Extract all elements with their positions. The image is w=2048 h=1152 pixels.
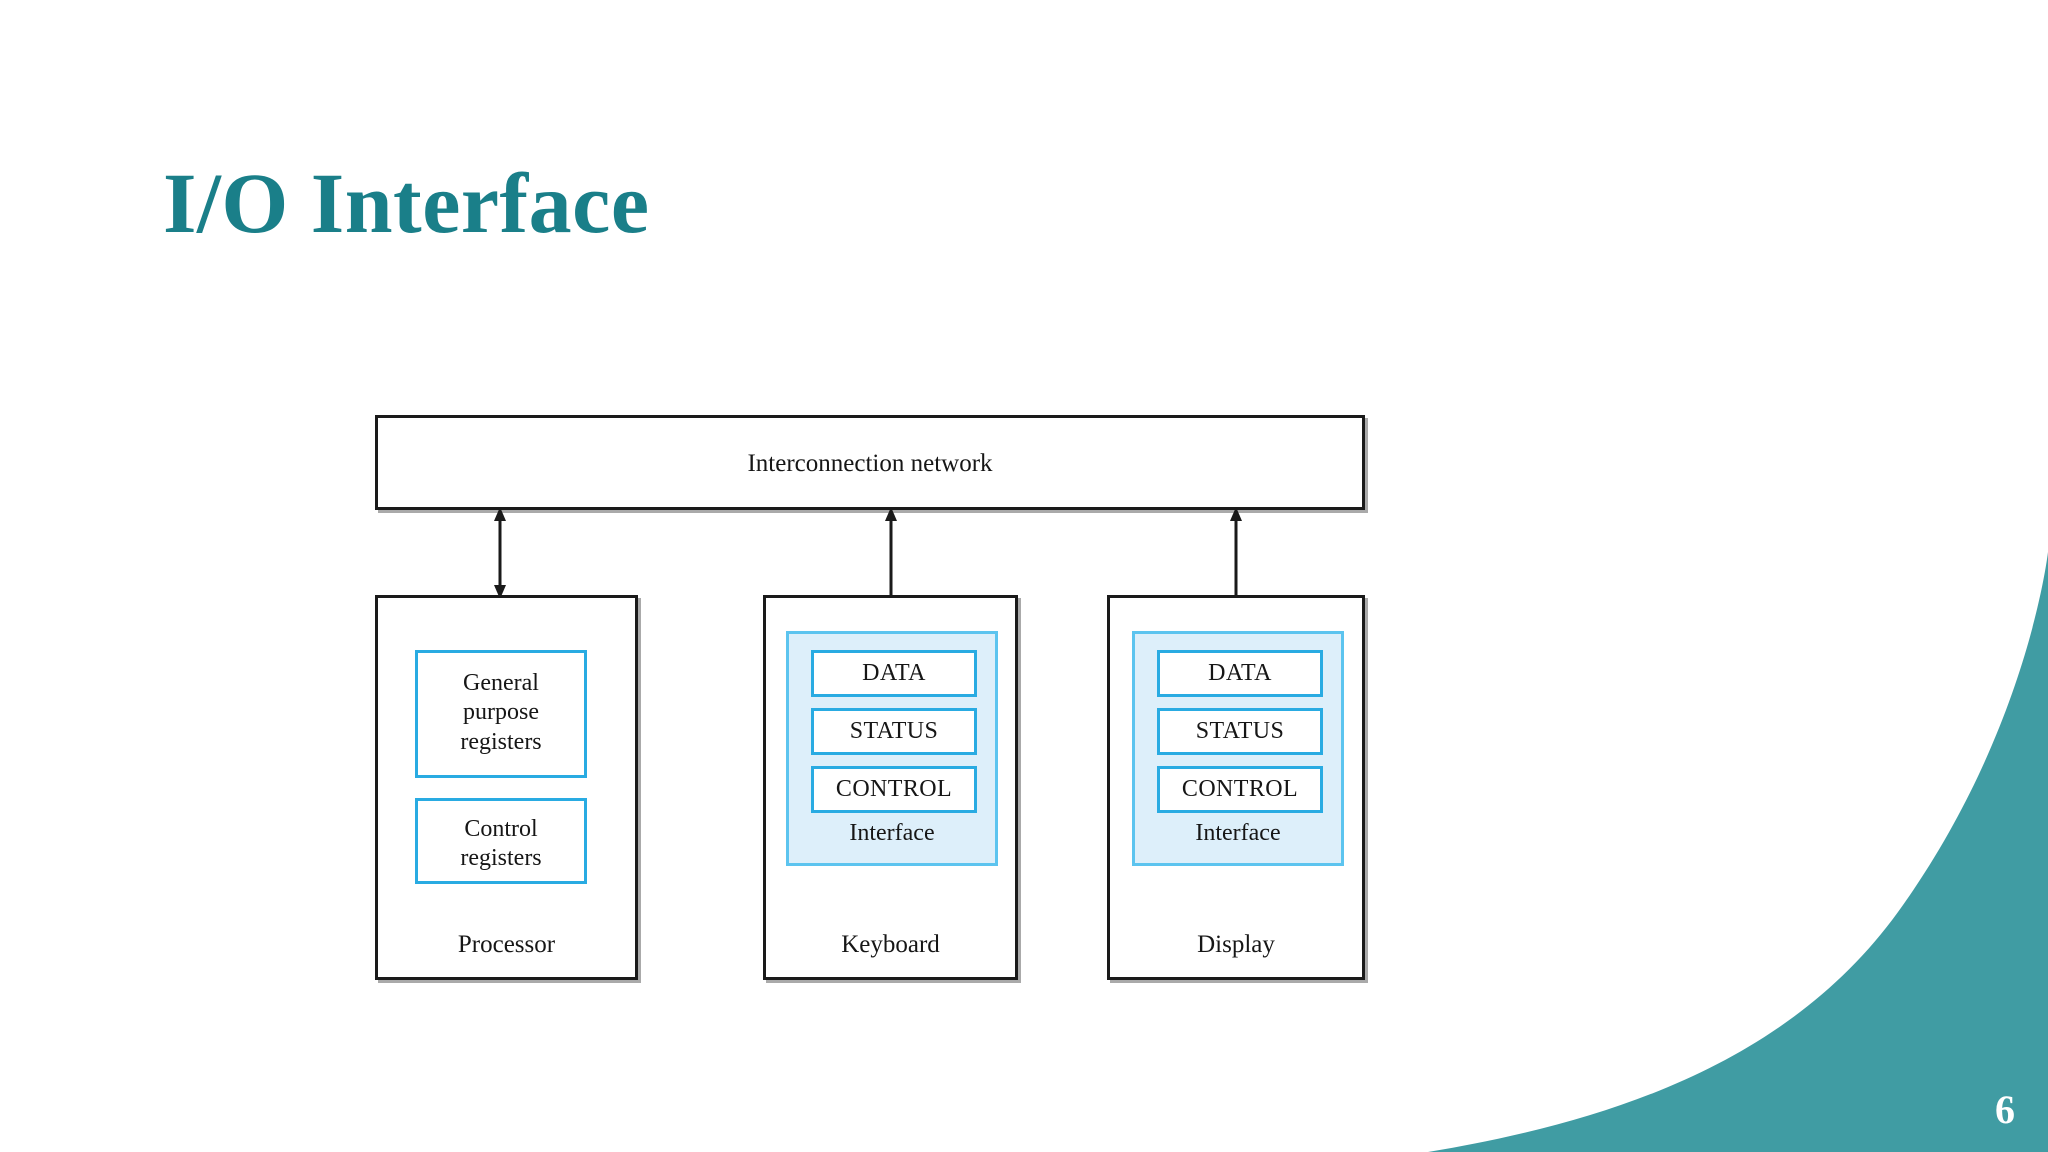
display-caption: Display xyxy=(1197,931,1275,958)
gp-registers-line-1: General xyxy=(463,670,539,696)
display-interface-panel: DATA STATUS CONTROL Interface xyxy=(1132,631,1344,866)
processor-unit-box: General purpose registers Control regist… xyxy=(375,595,638,980)
page-number: 6 xyxy=(1995,1087,2015,1132)
corner-decoration xyxy=(1428,552,2048,1152)
keyboard-interface-panel: DATA STATUS CONTROL Interface xyxy=(786,631,998,866)
connector-network-processor xyxy=(494,507,506,599)
display-data-register: DATA xyxy=(1157,650,1323,697)
general-purpose-registers-box: General purpose registers xyxy=(415,650,587,778)
processor-caption: Processor xyxy=(457,931,556,958)
display-unit-box: DATA STATUS CONTROL Interface Display xyxy=(1107,595,1365,980)
interconnection-network-label: Interconnection network xyxy=(747,450,993,477)
gp-registers-line-2: purpose xyxy=(463,699,539,726)
display-status-register: STATUS xyxy=(1157,708,1323,755)
control-registers-line-1: Control xyxy=(464,816,538,842)
control-registers-line-2: registers xyxy=(460,845,542,872)
keyboard-data-register: DATA xyxy=(811,650,977,697)
gp-registers-line-3: registers xyxy=(460,728,542,755)
io-interface-diagram: Interconnection network General purpose … xyxy=(375,415,1370,980)
control-registers-box: Control registers xyxy=(415,798,587,884)
display-control-register: CONTROL xyxy=(1157,766,1323,813)
display-interface-caption: Interface xyxy=(1195,820,1281,846)
keyboard-status-register: STATUS xyxy=(811,708,977,755)
keyboard-interface-caption: Interface xyxy=(849,820,935,846)
keyboard-caption: Keyboard xyxy=(841,931,940,958)
interconnection-network-box: Interconnection network xyxy=(375,415,1365,510)
page-title: I/O Interface xyxy=(163,155,650,251)
keyboard-control-register: CONTROL xyxy=(811,766,977,813)
keyboard-unit-box: DATA STATUS CONTROL Interface Keyboard xyxy=(763,595,1018,980)
